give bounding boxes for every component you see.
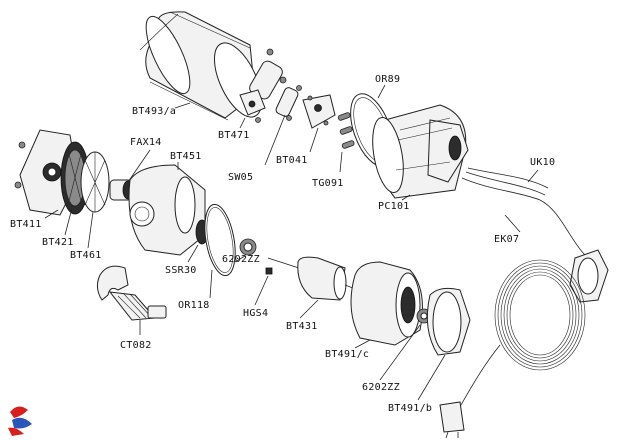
- part-bt491c-stator: [350, 261, 423, 346]
- label-ek07: EK07: [494, 234, 519, 245]
- label-bt431: BT431: [286, 321, 318, 332]
- label-bt041: BT041: [276, 155, 308, 166]
- part-bt471-switch-parts: [239, 48, 287, 123]
- part-bt421-impeller: [60, 141, 90, 215]
- leader-lines: [44, 84, 539, 401]
- label-fax14: FAX14: [130, 137, 162, 148]
- part-hgs4-key: [265, 267, 273, 275]
- part-bt491b-end-cap: [426, 287, 471, 356]
- label-or89: OR89: [375, 74, 400, 85]
- part-bt431-rotor: [267, 256, 359, 301]
- label-bt471: BT471: [218, 130, 250, 141]
- part-bt451-pump-housing: [128, 164, 206, 256]
- part-or118-oring: [204, 203, 236, 277]
- part-bt041-terminal-block: [302, 94, 336, 129]
- label-uk10: UK10: [530, 157, 555, 168]
- label-ssr30: SSR30: [165, 265, 197, 276]
- label-bt493a: BT493/a: [132, 106, 176, 117]
- part-tg091-screws: [337, 112, 355, 149]
- part-bt461-wear-plate: [80, 151, 110, 213]
- part-ct082-elbow: [96, 265, 167, 321]
- part-labels: BT493/a BT471 SW05 BT041 OR89 TG091 PC10…: [10, 74, 555, 414]
- part-6202zz-bearing-top: [239, 238, 257, 256]
- brand-logo: [8, 406, 32, 436]
- part-pc101-motor-body: [372, 104, 469, 199]
- label-bt411: BT411: [10, 219, 42, 230]
- label-bt451: BT451: [170, 151, 202, 162]
- label-6202zz-top: 6202ZZ: [222, 254, 260, 265]
- label-hgs4: HGS4: [243, 308, 268, 319]
- label-sw05: SW05: [228, 172, 253, 183]
- label-tg091: TG091: [312, 178, 344, 189]
- part-sw05-switch: [275, 85, 302, 121]
- part-uk10-power-cable: [439, 167, 609, 439]
- label-bt491c: BT491/c: [325, 349, 369, 360]
- label-bt421: BT421: [42, 237, 74, 248]
- label-pc101: PC101: [378, 201, 410, 212]
- label-bt461: BT461: [70, 250, 102, 261]
- label-or118: OR118: [178, 300, 210, 311]
- label-ct082: CT082: [120, 340, 152, 351]
- label-bt491b: BT491/b: [388, 403, 432, 414]
- label-6202zz-bottom: 6202ZZ: [362, 382, 400, 393]
